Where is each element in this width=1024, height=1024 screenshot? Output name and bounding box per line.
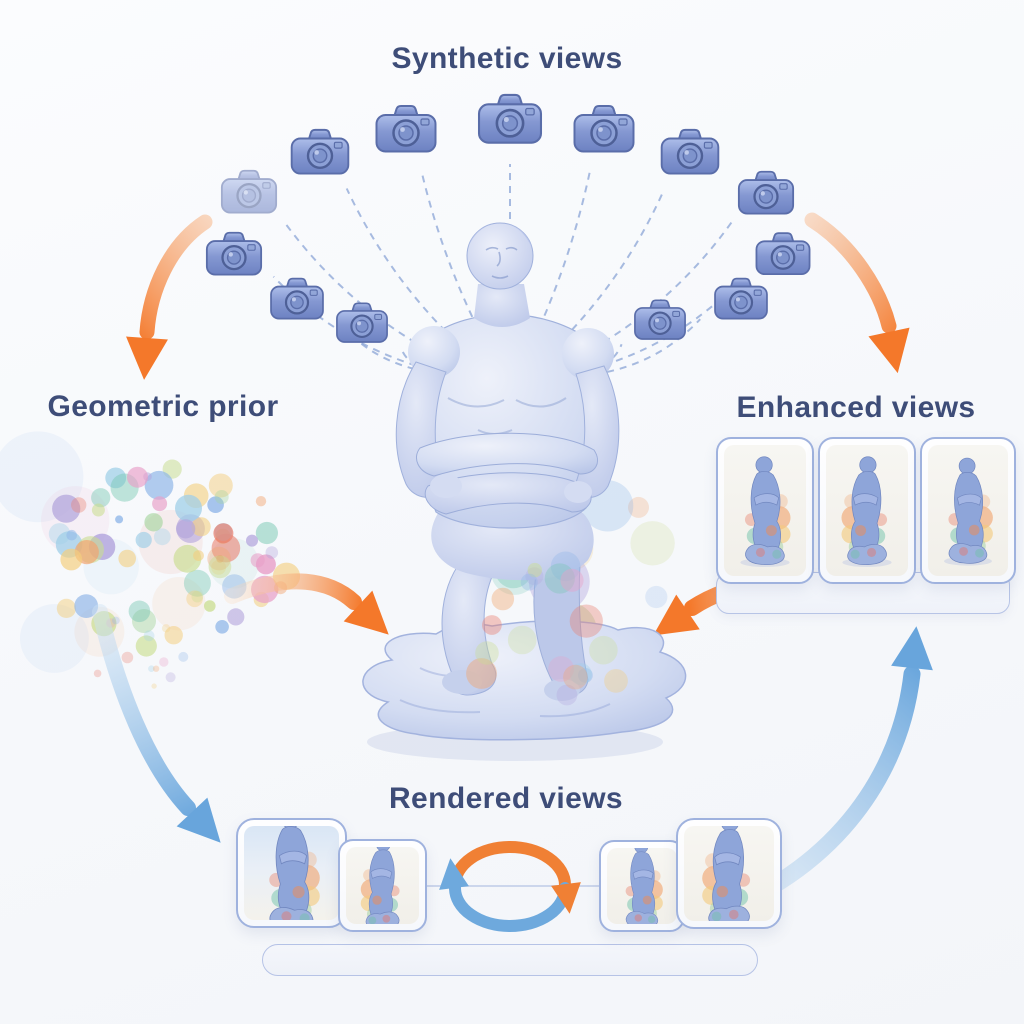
camera-ray <box>594 318 701 376</box>
camera-icon <box>375 104 437 153</box>
rendered-view-thumbnail <box>236 818 347 928</box>
rendered-view-thumbnail <box>676 818 782 929</box>
camera-ray <box>538 171 591 329</box>
camera-ray <box>420 171 479 330</box>
camera-icon <box>220 169 278 214</box>
rendered-views-label: Rendered views <box>388 782 624 815</box>
color-splash-front <box>466 551 628 706</box>
camera-icon <box>290 128 350 175</box>
rendered-view-thumbnail <box>338 839 427 932</box>
enhanced-view-thumbnail <box>920 437 1016 584</box>
camera-icon <box>755 232 811 276</box>
arrow-geometric-to-model <box>224 573 389 635</box>
camera-icon <box>269 277 325 320</box>
camera-ray <box>562 188 666 340</box>
arrow-synthetic-to-enhanced <box>804 212 910 374</box>
camera-icon <box>477 93 543 144</box>
camera-icon <box>573 104 635 153</box>
camera-icon <box>660 128 720 175</box>
synthetic-views-label: Synthetic views <box>391 42 623 75</box>
enhanced-views-label: Enhanced views <box>736 391 976 424</box>
camera-icon <box>713 277 769 320</box>
rendered-view-thumbnail <box>599 840 685 932</box>
camera-icon <box>737 170 795 215</box>
arrow-geometric-to-rendered <box>92 604 221 843</box>
geometric-prior-label: Geometric prior <box>47 390 279 423</box>
footer-bar <box>262 944 758 976</box>
camera-icon <box>205 231 263 276</box>
camera-icon <box>335 302 389 344</box>
central-3d-statue <box>362 222 687 761</box>
camera-icon <box>633 299 687 341</box>
enhanced-view-thumbnail <box>818 437 916 584</box>
arrow-synthetic-to-geometric <box>126 214 213 380</box>
enhanced-view-thumbnail <box>716 437 814 584</box>
geometric-prior-point-cloud <box>0 431 301 689</box>
refresh-cycle-icon <box>420 841 600 932</box>
camera-ray <box>345 188 456 342</box>
